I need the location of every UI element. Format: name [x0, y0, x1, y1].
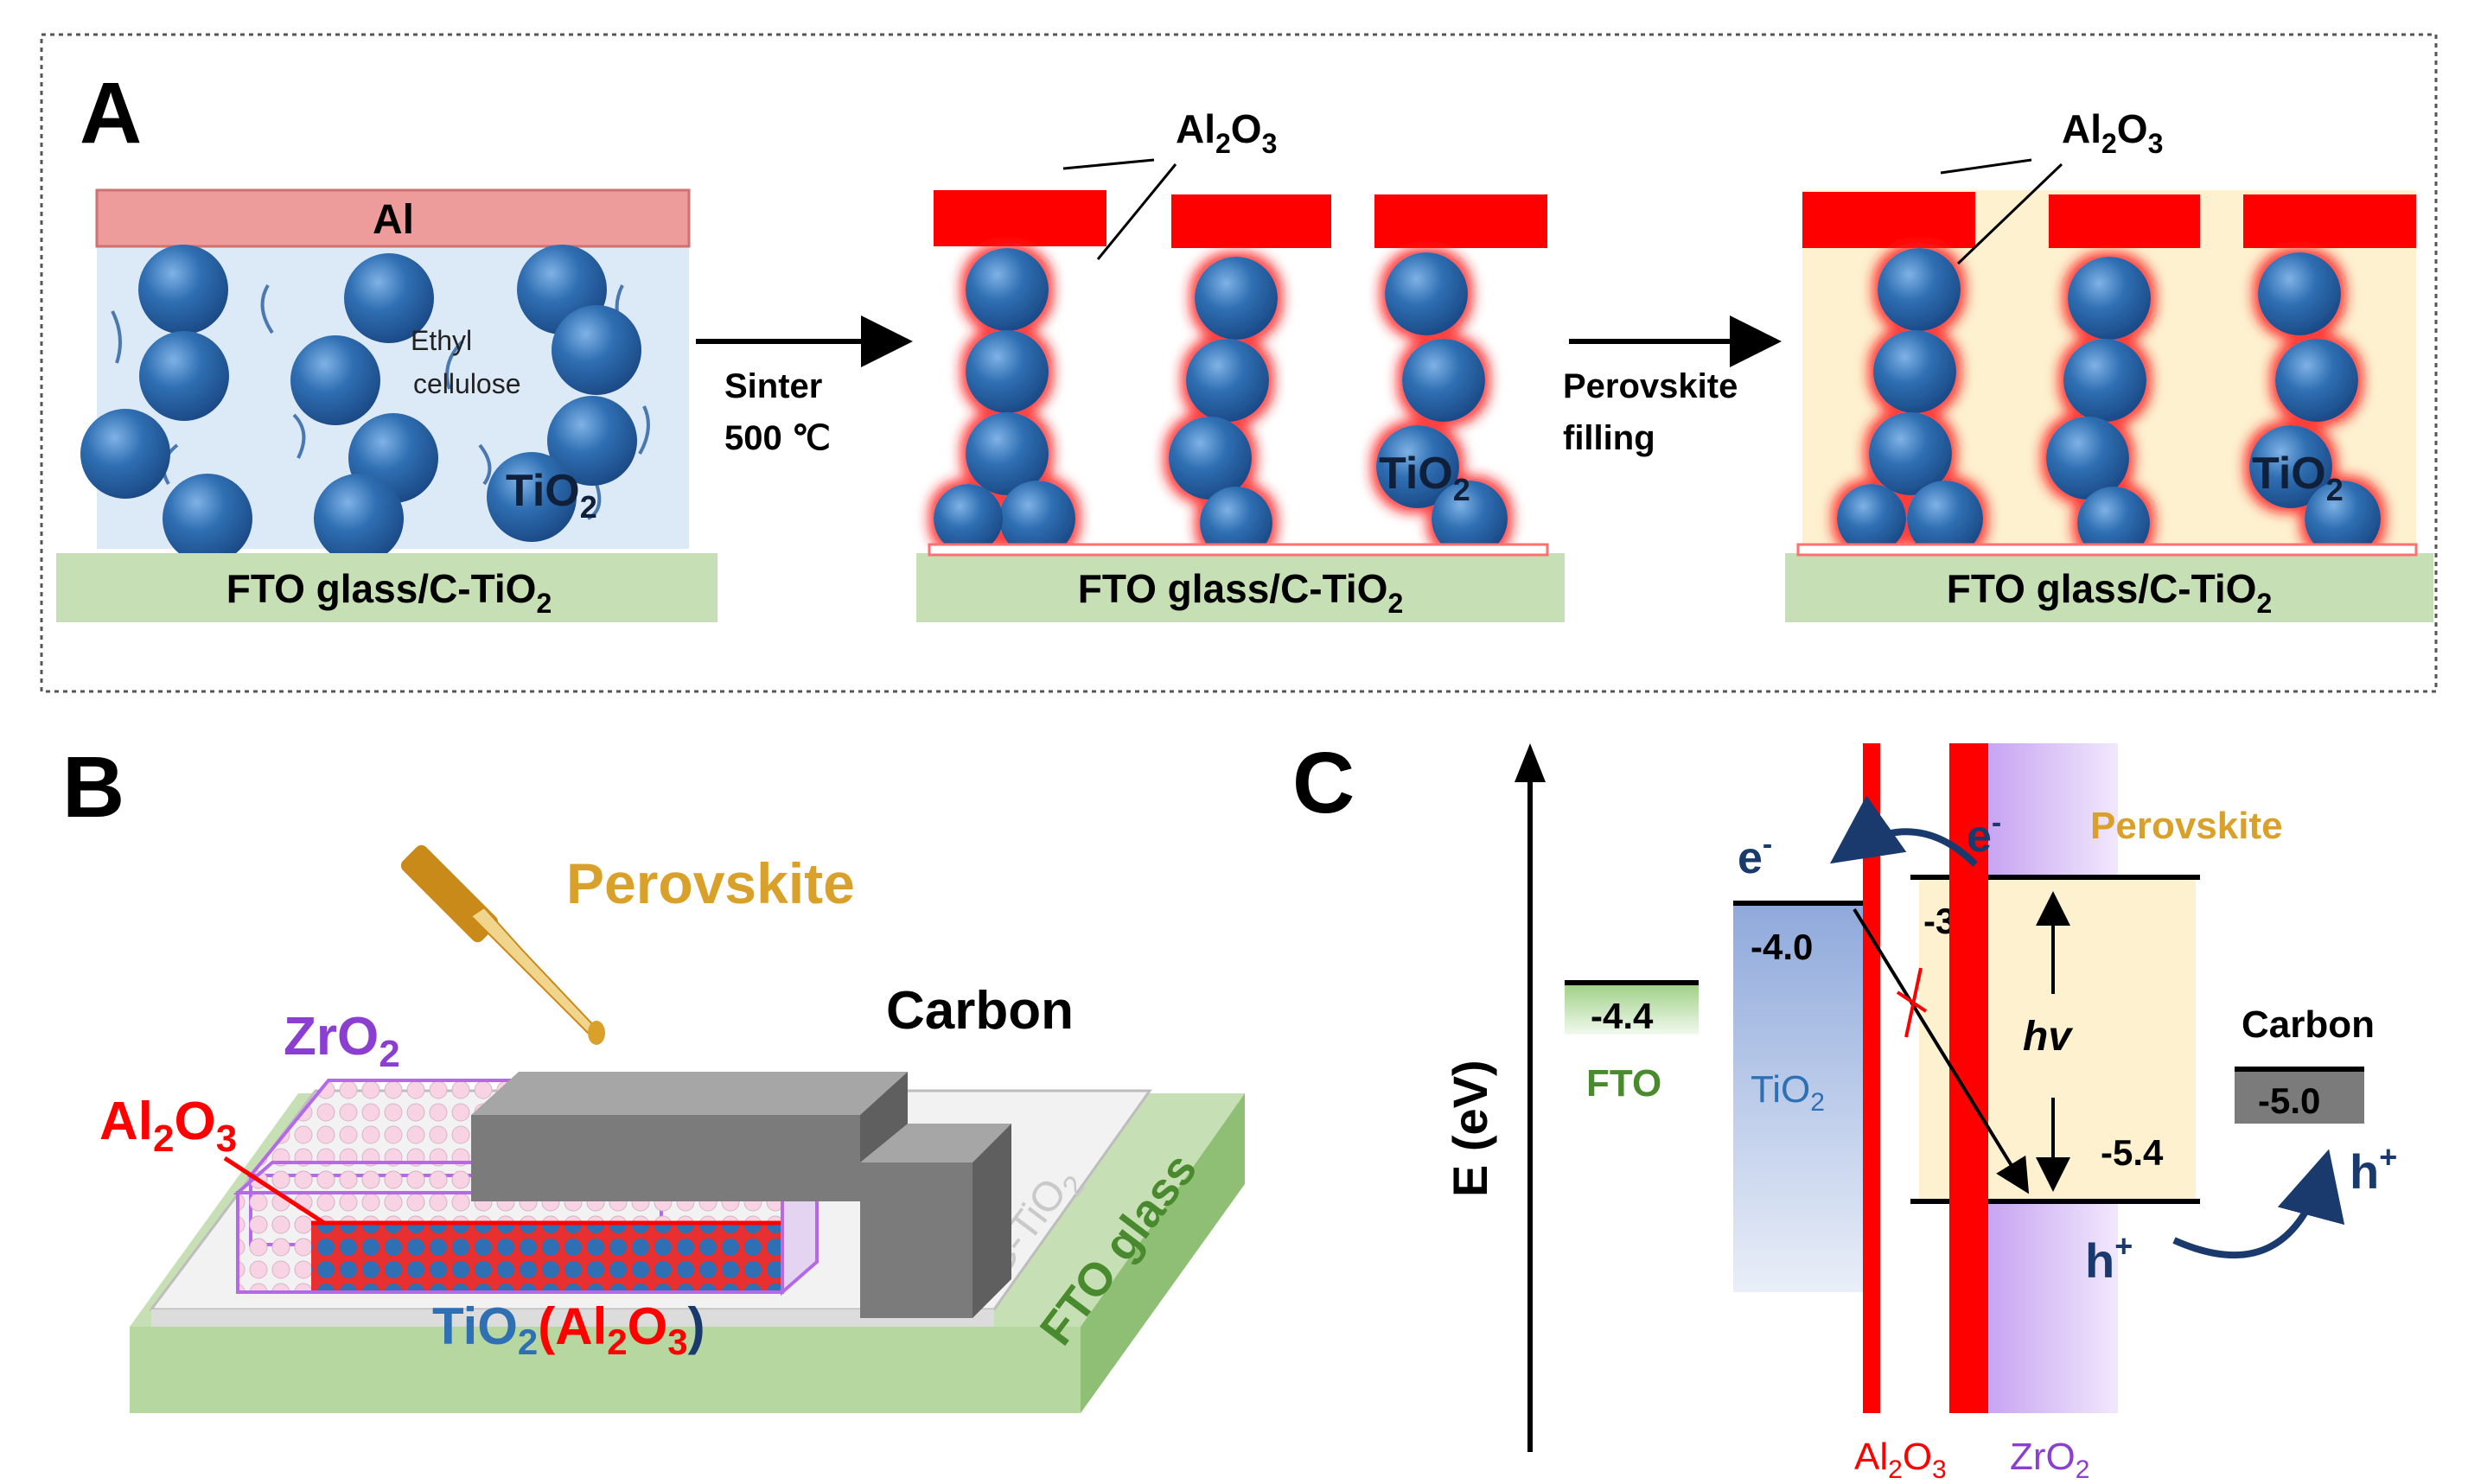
sinter-label-1: Sinter	[724, 367, 822, 405]
ethyl-label: Ethyl	[411, 325, 472, 356]
step1-scheme: Al Ethyl cellulose TiO2 FTO glass/C-TiO2	[56, 188, 717, 622]
fto-level-value: -4.4	[1591, 996, 1654, 1036]
ctio2-front	[151, 1309, 994, 1327]
hole-label-left: h+	[2085, 1228, 2133, 1288]
hole-label-right: h+	[2350, 1139, 2397, 1199]
step3-scheme: FTO glass/C-TiO2 TiO2 Al2O3	[1785, 106, 2433, 622]
al2o3-bar-6	[2243, 194, 2416, 248]
tio2-al2o3-label: TiO2(Al2O3)	[432, 1297, 705, 1362]
tio2-level-value: -4.0	[1751, 927, 1813, 967]
panel-b-letter: B	[62, 739, 124, 836]
fto-glass-front	[130, 1327, 1081, 1413]
al2o3-label-b: Al2O3	[99, 1092, 237, 1160]
al2o3-bar-4	[1802, 192, 1975, 248]
al-label: Al	[373, 197, 414, 243]
electron-transfer-arrow	[1829, 795, 1978, 867]
zro2-label-c: ZrO2	[2010, 1436, 2089, 1484]
filling-label-2: filling	[1563, 419, 1655, 457]
hv-label: hv	[2023, 1014, 2073, 1060]
tio2-label-step2: TiO2	[1379, 449, 1470, 507]
energy-axis-label: E (eV)	[1443, 1060, 1497, 1197]
carbon-label-c: Carbon	[2242, 1003, 2375, 1046]
tio2-band-label: TiO2	[1751, 1068, 1825, 1117]
substrate-label-step1: FTO glass/C-TiO2	[226, 566, 552, 619]
substrate-step1	[56, 553, 717, 622]
panel-b: B FTO glass C-TiO2	[62, 739, 1245, 1413]
filling-arrow: Perovskite filling	[1563, 315, 1782, 457]
sinter-label-2: 500 ℃	[724, 419, 831, 457]
panel-c: C E (eV) -4.4 FTO -4.0 TiO2 Perovskite -…	[1292, 735, 2397, 1484]
panel-a-frame	[40, 33, 2438, 693]
substrate-label-step2: FTO glass/C-TiO2	[1078, 566, 1404, 619]
coated-particles-step3	[1837, 248, 2381, 559]
energy-axis-arrowhead	[1515, 743, 1546, 782]
al2o3-bar-5	[2049, 194, 2200, 248]
fto-level-label: FTO	[1586, 1062, 1661, 1105]
filling-label-1: Perovskite	[1563, 367, 1738, 405]
al2o3-label-step3: Al2O3	[2062, 106, 2163, 159]
perovskite-vb-value: -5.4	[2101, 1132, 2164, 1173]
blocked-transfer-arrow	[1853, 908, 2030, 1194]
step2-scheme: FTO glass/C-TiO2 TiO2 Al2O3	[916, 106, 1565, 622]
perovskite-label-b: Perovskite	[566, 851, 855, 915]
panel-a: A Al Ethyl cellulose TiO2 FTO glass/C-Ti…	[40, 33, 2438, 693]
substrate-label-step3: FTO glass/C-TiO2	[1947, 566, 2273, 619]
electron-label-left: e-	[1738, 828, 1772, 883]
al2o3-pointer-b	[223, 1156, 326, 1226]
al2o3-bar-3	[1374, 194, 1547, 248]
sinter-arrow: Sinter 500 ℃	[696, 315, 913, 457]
al-layer	[95, 188, 691, 248]
tio2-label-step1: TiO2	[506, 466, 597, 525]
hole-transfer-arrow	[2172, 1149, 2345, 1259]
al2o3-label-c: Al2O3	[1854, 1436, 1947, 1484]
fto-band	[1565, 983, 1699, 1035]
tio2-label-step3: TiO2	[2252, 449, 2344, 507]
perovskite-label-c: Perovskite	[2090, 805, 2283, 847]
zro2-label-b: ZrO2	[284, 1007, 400, 1075]
tio2-particles	[80, 245, 641, 564]
panel-a-letter: A	[80, 65, 142, 162]
tio2-band	[1733, 903, 1863, 1292]
carbon-electrode	[471, 1072, 1011, 1318]
cellulose-strands	[111, 283, 650, 520]
panel-c-letter: C	[1292, 735, 1355, 831]
carbon-band	[2235, 1072, 2364, 1124]
coated-particles-step2	[934, 248, 1508, 559]
al2o3-bar-1	[934, 190, 1106, 246]
substrate-step2	[916, 553, 1565, 622]
dropper-icon	[400, 844, 605, 1045]
al2o3-callout-step3: Al2O3	[1940, 106, 2163, 265]
cellulose-label: cellulose	[413, 368, 521, 399]
al2o3-bar-left	[1863, 743, 1880, 1413]
fto-glass-side	[1081, 1093, 1245, 1413]
blocked-mark	[1896, 967, 1928, 1038]
substrate-step3	[1785, 553, 2433, 622]
al2o3-label-step2: Al2O3	[1176, 106, 1277, 159]
electron-label-right: e-	[1967, 806, 2001, 862]
carbon-label-b: Carbon	[886, 981, 1074, 1041]
al2o3-callout-step2: Al2O3	[1062, 106, 1277, 260]
al2o3-bar-2	[1171, 194, 1331, 248]
carbon-level-value: -5.0	[2258, 1080, 2320, 1121]
